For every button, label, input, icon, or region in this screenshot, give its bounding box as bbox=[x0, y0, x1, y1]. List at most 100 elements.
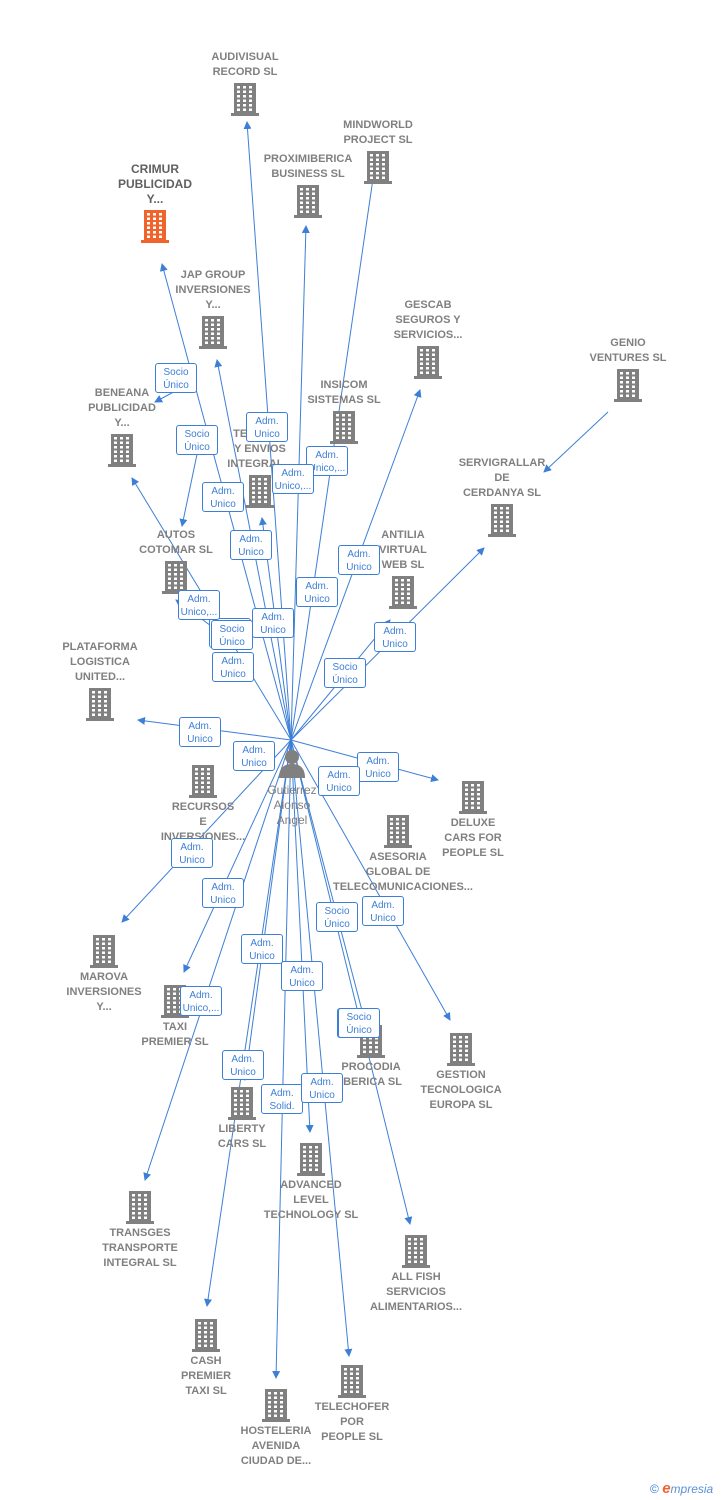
building-icon bbox=[297, 1143, 325, 1176]
company-node-genio[interactable]: GENIO VENTURES SL bbox=[563, 336, 693, 404]
relation-badge: Adm. Unico bbox=[362, 896, 404, 926]
relation-badge: Adm. Unico,... bbox=[306, 446, 348, 476]
company-node-cash[interactable]: CASH PREMIER TAXI SL bbox=[141, 1316, 271, 1399]
building-icon bbox=[228, 1087, 256, 1120]
company-name: TRANSGES TRANSPORTE INTEGRAL SL bbox=[102, 1227, 178, 1269]
company-name: GENIO VENTURES SL bbox=[589, 337, 667, 364]
company-node-jap[interactable]: JAP GROUP INVERSIONES Y... bbox=[148, 268, 278, 351]
company-name: AUTOS COTOMAR SL bbox=[139, 529, 213, 556]
company-name: CASH PREMIER TAXI SL bbox=[180, 1355, 232, 1397]
company-name: CRIMUR PUBLICIDAD Y... bbox=[118, 162, 192, 206]
edge-gestion bbox=[290, 739, 451, 1021]
building-icon bbox=[231, 83, 259, 116]
relation-badge: Adm. Unico bbox=[252, 608, 294, 638]
company-node-insicom[interactable]: INSICOM SISTEMAS SL bbox=[279, 378, 409, 446]
relation-badge: Adm. Unico bbox=[241, 934, 283, 964]
edge-transges bbox=[143, 739, 292, 1181]
relation-badge: Adm. Unico bbox=[212, 652, 254, 682]
edge-allfish bbox=[290, 739, 413, 1225]
company-node-transges[interactable]: TRANSGES TRANSPORTE INTEGRAL SL bbox=[75, 1188, 205, 1271]
relation-badge: Socio Único bbox=[155, 363, 197, 393]
building-icon bbox=[262, 1389, 290, 1422]
relation-badge: Adm. Unico bbox=[338, 545, 380, 575]
building-icon bbox=[447, 1033, 475, 1066]
edge-telechofer bbox=[290, 739, 353, 1357]
edge-taxi bbox=[183, 739, 292, 973]
company-node-crimur[interactable]: CRIMUR PUBLICIDAD Y... bbox=[90, 162, 220, 245]
relation-badge: Adm. Unico,... bbox=[272, 464, 314, 494]
relation-badge: Adm. Unico bbox=[301, 1073, 343, 1103]
relation-badge: Socio Único bbox=[338, 1008, 380, 1038]
company-name: MAROVA INVERSIONES Y... bbox=[66, 971, 142, 1013]
company-name: MINDWORLD PROJECT SL bbox=[343, 119, 413, 146]
company-node-gestion[interactable]: GESTION TECNOLOGICA EUROPA SL bbox=[396, 1030, 526, 1113]
company-name: TAXI PREMIER SL bbox=[141, 1021, 209, 1048]
building-icon bbox=[189, 765, 217, 798]
company-name: TELECHOFER POR PEOPLE SL bbox=[314, 1401, 390, 1443]
company-name: DELUXE CARS FOR PEOPLE SL bbox=[442, 817, 504, 859]
company-node-asesoria[interactable]: ASESORIA GLOBAL DE TELECOMUNICACIONES... bbox=[333, 812, 473, 895]
relation-badge: Adm. Unico bbox=[296, 577, 338, 607]
relation-badge: Adm. Unico bbox=[171, 838, 213, 868]
company-name: PLATAFORMA LOGISTICA UNITED... bbox=[62, 641, 138, 683]
company-node-recursos[interactable]: RECURSOS E INVERSIONES... bbox=[138, 762, 268, 845]
company-node-gescab[interactable]: GESCAB SEGUROS Y SERVICIOS... bbox=[363, 298, 493, 381]
company-node-autos[interactable]: AUTOS COTOMAR SL bbox=[111, 528, 241, 596]
company-name: BENEANA PUBLICIDAD Y... bbox=[88, 387, 156, 429]
relation-badge: Adm. Unico bbox=[281, 961, 323, 991]
company-name: GESCAB SEGUROS Y SERVICIOS... bbox=[393, 299, 463, 341]
building-icon bbox=[330, 411, 358, 444]
company-node-antilia[interactable]: ANTILIA VIRTUAL WEB SL bbox=[338, 528, 468, 611]
relation-badge: Socio Único bbox=[316, 902, 358, 932]
company-node-liberty[interactable]: LIBERTY CARS SL bbox=[177, 1084, 307, 1152]
building-icon bbox=[338, 1365, 366, 1398]
company-node-telechofer[interactable]: TELECHOFER POR PEOPLE SL bbox=[287, 1362, 417, 1445]
brand-logo: © empresia bbox=[650, 1480, 713, 1497]
building-icon bbox=[192, 1319, 220, 1352]
relation-badge: Adm. Unico bbox=[357, 752, 399, 782]
company-name: HOSTELERIA AVENIDA CIUDAD DE... bbox=[240, 1425, 312, 1467]
relation-badge: Adm. Unico bbox=[374, 622, 416, 652]
company-name: AUDIVISUAL RECORD SL bbox=[211, 51, 279, 78]
building-icon bbox=[364, 151, 392, 184]
company-node-beneana[interactable]: BENEANA PUBLICIDAD Y... bbox=[57, 386, 187, 469]
company-node-audiovisual[interactable]: AUDIVISUAL RECORD SL bbox=[180, 50, 310, 118]
edge-procodia bbox=[290, 739, 368, 1023]
company-name: GESTION TECNOLOGICA EUROPA SL bbox=[420, 1069, 502, 1111]
company-name: LIBERTY CARS SL bbox=[217, 1123, 267, 1150]
building-icon bbox=[294, 185, 322, 218]
relation-badge: Socio Único bbox=[211, 620, 253, 650]
company-name: ANTILIA VIRTUAL WEB SL bbox=[379, 529, 427, 571]
building-icon bbox=[141, 210, 169, 243]
company-node-mindworld[interactable]: MINDWORLD PROJECT SL bbox=[313, 118, 443, 186]
building-icon bbox=[108, 434, 136, 467]
relation-badge: Adm. Unico bbox=[202, 878, 244, 908]
company-node-marova[interactable]: MAROVA INVERSIONES Y... bbox=[39, 932, 169, 1015]
company-name: INSICOM SISTEMAS SL bbox=[307, 379, 381, 406]
company-node-plataforma[interactable]: PLATAFORMA LOGISTICA UNITED... bbox=[35, 640, 165, 723]
building-icon bbox=[246, 475, 274, 508]
copyright-symbol: © bbox=[650, 1482, 659, 1496]
edge-advanced bbox=[290, 739, 314, 1133]
edge-extra-0 bbox=[543, 411, 609, 473]
company-name: ALL FISH SERVICIOS ALIMENTARIOS... bbox=[369, 1271, 463, 1313]
building-icon bbox=[162, 561, 190, 594]
relation-badge: Adm. Unico bbox=[202, 482, 244, 512]
company-node-deluxe[interactable]: DELUXE CARS FOR PEOPLE SL bbox=[408, 778, 538, 861]
relation-badge: Adm. Unico bbox=[179, 717, 221, 747]
company-name: SERVIGRALLAR DE CERDANYA SL bbox=[458, 457, 546, 499]
edge-liberty bbox=[241, 739, 292, 1081]
building-icon bbox=[126, 1191, 154, 1224]
company-node-advanced[interactable]: ADVANCED LEVEL TECHNOLOGY SL bbox=[246, 1140, 376, 1223]
relation-badge: Socio Único bbox=[324, 658, 366, 688]
company-node-allfish[interactable]: ALL FISH SERVICIOS ALIMENTARIOS... bbox=[351, 1232, 481, 1315]
relation-badge: Socio Único bbox=[176, 425, 218, 455]
company-node-proximiberica[interactable]: PROXIMIBERICA BUSINESS SL bbox=[243, 152, 373, 220]
center-person-name: Gutierrez Alonso Angel bbox=[267, 783, 317, 827]
edge-cash bbox=[204, 739, 292, 1307]
relation-badge: Adm. Unico bbox=[233, 741, 275, 771]
company-node-servigrallar[interactable]: SERVIGRALLAR DE CERDANYA SL bbox=[437, 456, 567, 539]
company-node-hosteleria[interactable]: HOSTELERIA AVENIDA CIUDAD DE... bbox=[211, 1386, 341, 1469]
center-person[interactable]: Gutierrez Alonso Angel bbox=[250, 748, 334, 828]
relation-badge: Adm. Unico bbox=[230, 530, 272, 560]
